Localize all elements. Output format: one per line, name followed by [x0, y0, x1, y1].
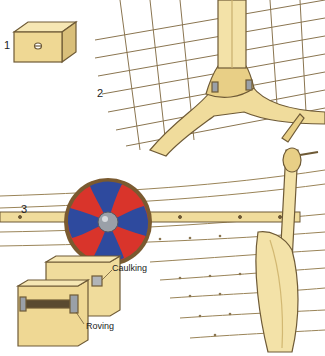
- callout-number: 1: [4, 40, 10, 51]
- callout-number: 2: [97, 88, 103, 99]
- mast-step: [150, 0, 325, 156]
- clinker-joint: [18, 256, 120, 346]
- steering-oar: [256, 114, 318, 352]
- wooden-block: [14, 22, 76, 62]
- round-shield: [64, 178, 152, 266]
- rivets: [159, 235, 242, 337]
- part-name: Roving: [86, 322, 114, 331]
- part-name: Caulking: [112, 264, 147, 273]
- deck-planking: [95, 0, 325, 150]
- callout-number: 3: [21, 204, 27, 215]
